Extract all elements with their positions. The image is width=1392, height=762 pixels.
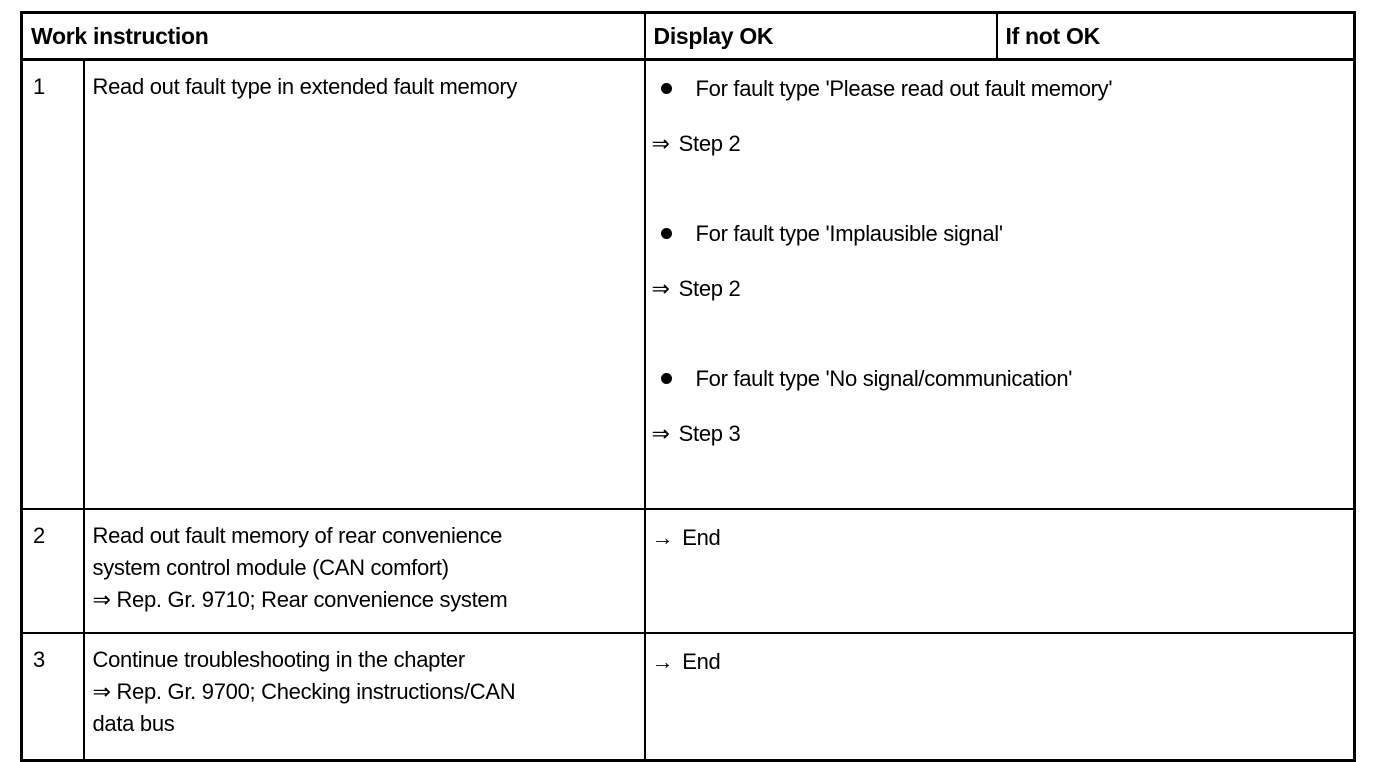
fault-type-item: For fault type 'No signal/communication'… xyxy=(652,363,1346,450)
double-arrow-icon: ⇒ xyxy=(651,421,670,446)
table-row-step-3: 3 Continue troubleshooting in the chapte… xyxy=(20,632,1356,762)
fault-type-item: For fault type 'Please read out fault me… xyxy=(652,73,1346,160)
document-page: Work instruction Display OK If not OK 1 … xyxy=(20,11,1357,762)
action-text: End xyxy=(682,525,721,550)
bullet-icon xyxy=(660,228,672,239)
work-instruction-table: Work instruction Display OK If not OK 1 … xyxy=(20,11,1357,762)
instruction-text: Continue troubleshooting in the chapter xyxy=(92,647,466,672)
action-line: → End xyxy=(652,646,1346,678)
instruction-text: Read out fault type in extended fault me… xyxy=(92,74,518,99)
action-line: → End xyxy=(652,522,1346,554)
fault-type-item: For fault type 'Implausible signal' ⇒ Ste… xyxy=(652,218,1346,305)
display-ok-cell: For fault type 'Please read out fault me… xyxy=(643,58,1356,510)
condition-line: For fault type 'No signal/communication' xyxy=(652,363,1346,395)
action-line: ⇒ Step 2 xyxy=(652,128,1346,160)
action-line: ⇒ Step 2 xyxy=(652,273,1346,305)
header-row: Work instruction Display OK If not OK xyxy=(20,11,1356,61)
instruction-text: data bus xyxy=(92,711,175,736)
condition-text: For fault type 'Please read out fault me… xyxy=(695,76,1113,101)
work-instruction-cell: Continue troubleshooting in the chapter … xyxy=(82,632,646,762)
instruction-text: ⇒ Rep. Gr. 9700; Checking instructions/C… xyxy=(92,679,516,704)
work-instruction-cell: Read out fault memory of rear convenienc… xyxy=(82,508,646,634)
work-instruction-cell: Read out fault type in extended fault me… xyxy=(82,58,646,510)
action-line: ⇒ Step 3 xyxy=(652,418,1346,450)
table-row-step-1: 1 Read out fault type in extended fault … xyxy=(20,58,1356,510)
condition-line: For fault type 'Please read out fault me… xyxy=(652,73,1346,105)
instruction-text: Read out fault memory of rear convenienc… xyxy=(92,523,503,548)
step-number: 3 xyxy=(20,632,85,762)
display-ok-cell: → End xyxy=(643,508,1356,634)
header-work-instruction: Work instruction xyxy=(20,11,646,61)
header-if-not-ok: If not OK xyxy=(995,11,1356,61)
double-arrow-icon: ⇒ xyxy=(651,131,670,156)
header-display-ok: Display OK xyxy=(643,11,998,61)
bullet-icon xyxy=(660,373,672,384)
right-arrow-icon: → xyxy=(651,649,674,674)
display-ok-cell: → End xyxy=(643,632,1356,762)
condition-line: For fault type 'Implausible signal' xyxy=(652,218,1346,250)
action-text: End xyxy=(682,649,721,674)
table-row-step-2: 2 Read out fault memory of rear convenie… xyxy=(20,508,1356,634)
step-number: 2 xyxy=(20,508,85,634)
bullet-icon xyxy=(660,83,672,94)
instruction-text: system control module (CAN comfort) xyxy=(92,555,450,580)
action-text: Step 3 xyxy=(678,421,741,446)
right-arrow-icon: → xyxy=(651,525,674,550)
action-text: Step 2 xyxy=(678,131,741,156)
condition-text: For fault type 'Implausible signal' xyxy=(695,221,1004,246)
action-text: Step 2 xyxy=(678,276,741,301)
instruction-text: ⇒ Rep. Gr. 9710; Rear convenience system xyxy=(92,587,508,612)
step-number: 1 xyxy=(20,58,85,510)
condition-text: For fault type 'No signal/communication' xyxy=(695,366,1073,391)
double-arrow-icon: ⇒ xyxy=(651,276,670,301)
